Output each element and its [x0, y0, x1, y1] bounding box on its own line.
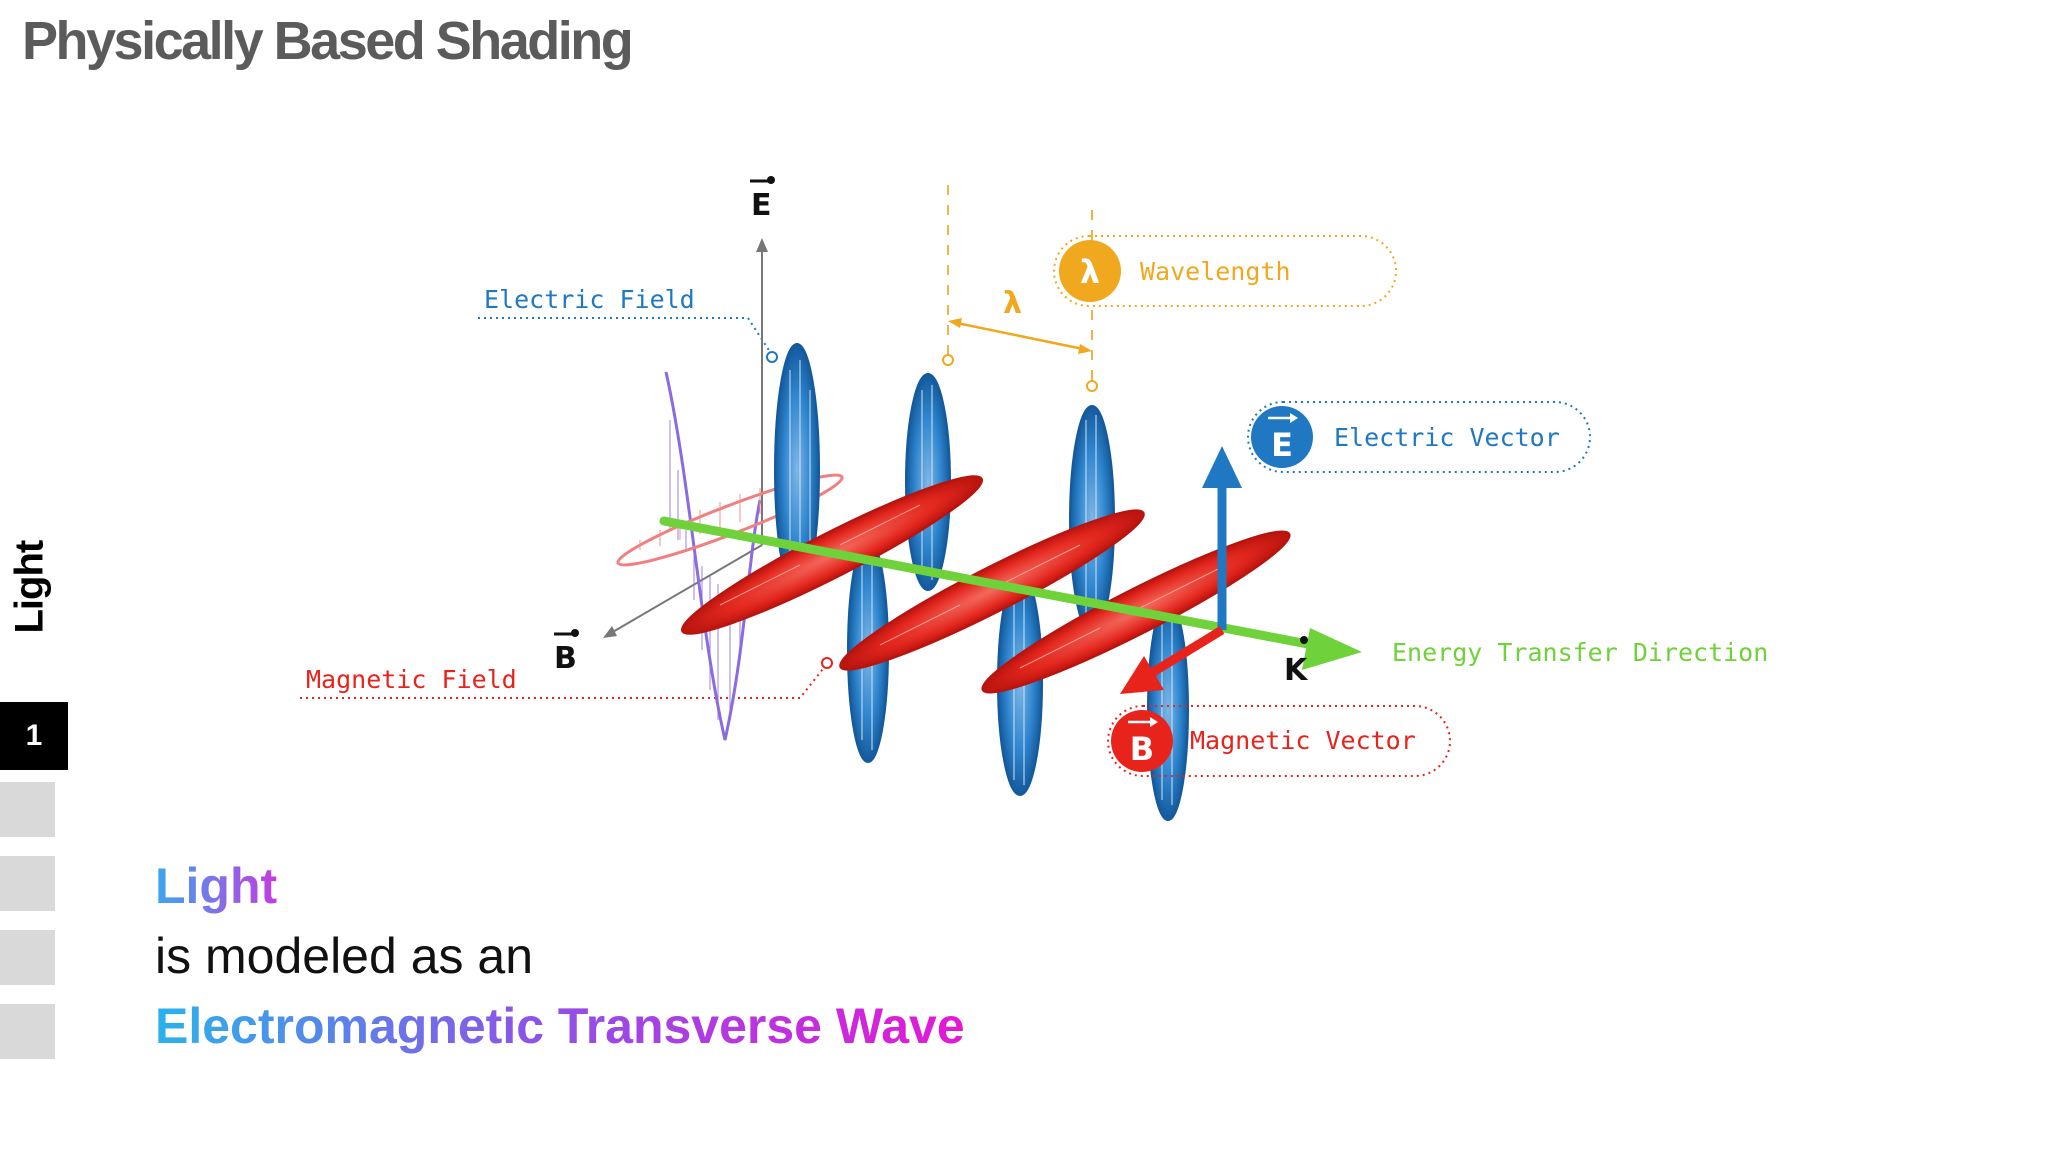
- lambda-label: λ: [1003, 286, 1022, 321]
- nav-item-3[interactable]: [0, 856, 55, 911]
- magnetic-vector-badge-icon: B: [1130, 730, 1154, 768]
- electric-vector-badge-icon: E: [1271, 426, 1293, 464]
- caption-line-1: Light: [155, 858, 278, 914]
- wavelength-badge-icon: λ: [1080, 253, 1100, 291]
- page-title: Physically Based Shading: [22, 11, 634, 71]
- electric-field-label: Electric Field: [484, 285, 695, 314]
- wavelength-callout: λ Wavelength: [1053, 235, 1397, 307]
- magnetic-field-label: Magnetic Field: [306, 665, 517, 694]
- magnetic-vector-label: Magnetic Vector: [1190, 726, 1416, 755]
- nav-item-2[interactable]: [0, 782, 55, 837]
- wavelength-label: Wavelength: [1140, 257, 1291, 286]
- electric-vector-label: Electric Vector: [1334, 423, 1560, 452]
- axis-b-label: B: [554, 641, 577, 676]
- nav-item-4[interactable]: [0, 930, 55, 985]
- magnetic-vector-callout: B Magnetic Vector: [1107, 705, 1451, 777]
- nav-item-5[interactable]: [0, 1004, 55, 1059]
- energy-direction-label: Energy Transfer Direction: [1392, 638, 1768, 667]
- axis-e-label: E: [751, 188, 772, 223]
- nav-item-1[interactable]: 1: [0, 702, 68, 770]
- axis-k-label: K: [1284, 653, 1309, 688]
- electric-vector-callout: E Electric Vector: [1247, 401, 1591, 473]
- caption-line-2: is modeled as an: [155, 928, 534, 984]
- caption-line-3: Electromagnetic Transverse Wave: [155, 998, 965, 1054]
